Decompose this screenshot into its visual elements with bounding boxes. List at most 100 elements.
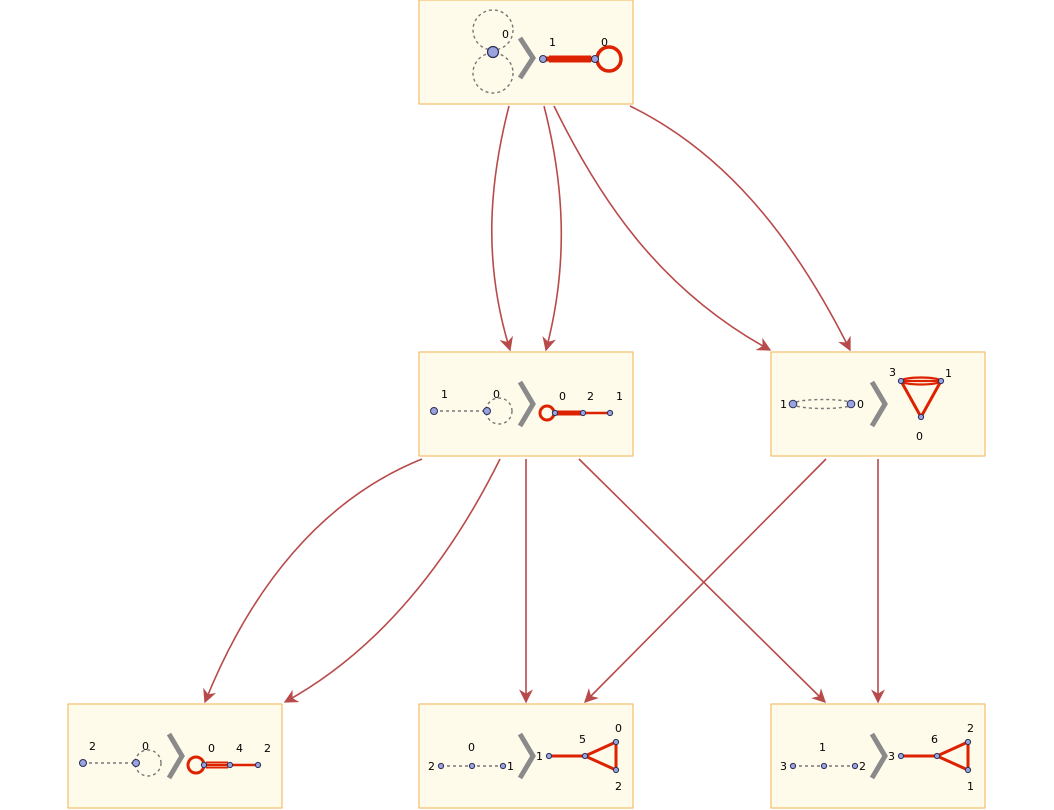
vertex-label: 0 [502,28,509,41]
vertex [539,55,547,63]
vertex [483,407,491,415]
chevron-icon [166,732,185,780]
node-box [770,703,986,809]
vertex-label: 1 [549,36,556,49]
vertex-label: 0 [559,390,566,403]
vertex-label: 0 [615,722,622,735]
vertex-label: 1 [441,388,448,401]
vertex [591,55,599,63]
edge-mid-l-bot-r [578,458,826,703]
vertex [788,399,798,409]
node-top[interactable]: 0 1 0 [418,0,634,105]
vertex-label: 1 [536,750,543,763]
node-bot-r[interactable]: 1 3 2 3 6 2 1 [770,703,986,809]
edge-top-mid-l-2 [542,105,563,352]
vertex-label: 0 [142,740,149,753]
node-bot-l[interactable]: 2 0 0 4 2 [67,703,283,809]
vertex [846,399,856,409]
chevron-icon [869,380,888,428]
vertex-label: 1 [616,390,623,403]
vertex-label: 2 [89,740,96,753]
lhs-graph: 1 0 [430,388,513,425]
vertex-label: 0 [601,36,608,49]
vertex [612,766,620,774]
vertex-label: 0 [493,388,500,401]
vertex-label: 1 [945,367,952,380]
vertex-label: 4 [236,742,243,755]
lhs-graph: 0 2 1 [428,741,514,773]
vertex [964,738,972,746]
vertex-label: 0 [857,398,864,411]
vertex [581,752,589,760]
vertex [79,759,87,767]
vertex-label: 2 [859,760,866,773]
rhs-graph: 0 4 2 [186,742,271,775]
vertex [254,761,262,769]
vertex-label: 0 [916,430,923,443]
vertex [551,409,559,417]
vertex-label: 1 [967,780,974,793]
rhs-graph: 3 6 2 1 [888,722,974,793]
chevron-icon [517,732,536,780]
vertex [897,752,905,760]
vertex [468,762,476,770]
vertex-label: 2 [967,722,974,735]
edges [203,105,885,704]
vertex [917,413,925,421]
vertex-label: 2 [428,760,435,773]
vertex-label: 2 [615,780,622,793]
edge-mid-r-bot-m [584,458,827,703]
vertex [937,377,945,385]
rhs-graph: 1 0 [539,36,623,73]
vertex [897,377,905,385]
vertex [200,761,208,769]
vertex [606,409,614,417]
node-box [418,351,634,457]
edge-mid-l-bot-l-2 [283,458,501,703]
node-box [67,703,283,809]
vertex [545,752,553,760]
node-mid-l[interactable]: 1 0 0 2 1 [418,351,634,457]
vertex-label: 3 [889,366,896,379]
lhs-graph: 0 [472,9,514,94]
vertex-label: 1 [507,760,514,773]
chevron-icon [517,36,536,80]
chevron-icon [517,380,536,428]
vertex [437,762,445,770]
rhs-graph: 0 2 1 [538,390,623,422]
vertex-label: 5 [579,733,586,746]
vertex [430,407,438,415]
vertex [612,738,620,746]
vertex [486,45,500,59]
vertex-label: 3 [888,750,895,763]
vertex [132,759,140,767]
vertex-label: 2 [587,390,594,403]
lhs-graph: 1 3 2 [780,741,866,773]
vertex [789,762,797,770]
vertex-label: 2 [264,742,271,755]
vertex-label: 3 [780,760,787,773]
vertex [933,752,941,760]
vertex [226,761,234,769]
edge-top-mid-r-1 [553,105,772,351]
node-mid-r[interactable]: 1 0 3 1 0 [770,351,986,457]
vertex-label: 1 [780,398,787,411]
vertex [964,766,972,774]
vertex-label: 0 [208,742,215,755]
edge-mid-l-bot-l-1 [203,458,423,704]
vertex [499,762,507,770]
lhs-graph: 1 0 [780,398,864,411]
vertex-label: 0 [468,741,475,754]
vertex [851,762,859,770]
vertex [579,409,587,417]
node-box [418,703,634,809]
rhs-graph: 1 5 0 2 [536,722,622,793]
node-bot-m[interactable]: 0 2 1 1 5 0 2 [418,703,634,809]
vertex-label: 6 [931,733,938,746]
edge-top-mid-r-2 [629,105,851,352]
edge-top-mid-l-1 [491,105,513,352]
chevron-icon [869,732,888,780]
vertex [820,762,828,770]
lhs-graph: 2 0 [79,740,162,777]
